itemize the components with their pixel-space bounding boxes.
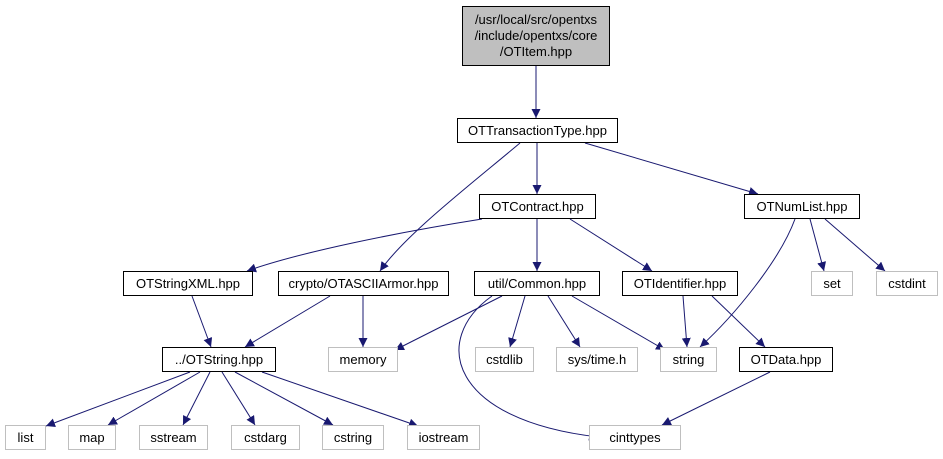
edge-otcontract-to-otstringxml <box>246 218 483 273</box>
node-cstring[interactable]: cstring <box>322 425 384 450</box>
node-otitem[interactable]: /usr/local/src/opentxs /include/opentxs/… <box>462 6 610 66</box>
node-otstringxml[interactable]: OTStringXML.hpp <box>123 271 253 296</box>
edge-otidentifier-to-otdata <box>711 295 766 348</box>
node-cstdint[interactable]: cstdint <box>876 271 938 296</box>
node-otasciiarmor[interactable]: crypto/OTASCIIArmor.hpp <box>278 271 449 296</box>
node-otcontract[interactable]: OTContract.hpp <box>479 194 596 219</box>
edge-otstring-to-list <box>45 371 191 428</box>
node-otitem-line-2: /include/opentxs/core <box>474 28 598 43</box>
edge-otstring-to-iostream <box>261 371 419 428</box>
edge-common-to-memory <box>394 295 503 351</box>
node-otidentifier[interactable]: OTIdentifier.hpp <box>622 271 738 296</box>
edge-otnumlist-to-set <box>809 218 827 272</box>
node-otstring[interactable]: ../OTString.hpp <box>162 347 276 372</box>
edge-otstring-to-sstream <box>182 371 211 426</box>
edge-otdata-to-cinttypes <box>661 371 771 426</box>
edge-common-to-string <box>571 295 666 351</box>
edge-otidentifier-to-string <box>681 295 691 348</box>
node-ottransactiontype[interactable]: OTTransactionType.hpp <box>457 118 618 143</box>
edge-otstringxml-to-otstring <box>191 295 213 348</box>
node-cstdlib[interactable]: cstdlib <box>475 347 534 372</box>
node-otitem-line-1: /usr/local/src/opentxs <box>474 12 598 27</box>
edge-otnumlist-to-cstdint <box>824 218 886 272</box>
node-common[interactable]: util/Common.hpp <box>474 271 600 296</box>
node-memory[interactable]: memory <box>328 347 398 372</box>
node-cinttypes[interactable]: cinttypes <box>589 425 681 450</box>
edge-ottransactiontype-to-otasciiarmor <box>379 142 521 272</box>
edge-otcontract-to-otidentifier <box>569 218 653 272</box>
node-otitem-line-3: /OTItem.hpp <box>499 44 573 59</box>
edge-otstring-to-cstring <box>234 371 334 426</box>
edge-ottransactiontype-to-otnumlist <box>584 142 759 196</box>
edge-otasciiarmor-to-otstring <box>244 295 331 348</box>
node-otnumlist[interactable]: OTNumList.hpp <box>744 194 860 219</box>
edge-common-to-systime <box>547 295 581 348</box>
node-set[interactable]: set <box>811 271 853 296</box>
edge-otstring-to-map <box>107 371 201 426</box>
node-cstdarg[interactable]: cstdarg <box>231 425 300 450</box>
edge-common-to-cinttypes <box>458 295 599 441</box>
node-map[interactable]: map <box>68 425 116 450</box>
edge-otnumlist-to-string <box>699 218 796 348</box>
node-sstream[interactable]: sstream <box>139 425 208 450</box>
node-otdata[interactable]: OTData.hpp <box>739 347 833 372</box>
node-string[interactable]: string <box>660 347 717 372</box>
edge-otstring-to-cstdarg <box>221 371 256 426</box>
node-systime[interactable]: sys/time.h <box>556 347 638 372</box>
node-iostream[interactable]: iostream <box>407 425 480 450</box>
edge-common-to-cstdlib <box>508 295 526 348</box>
node-list[interactable]: list <box>5 425 46 450</box>
